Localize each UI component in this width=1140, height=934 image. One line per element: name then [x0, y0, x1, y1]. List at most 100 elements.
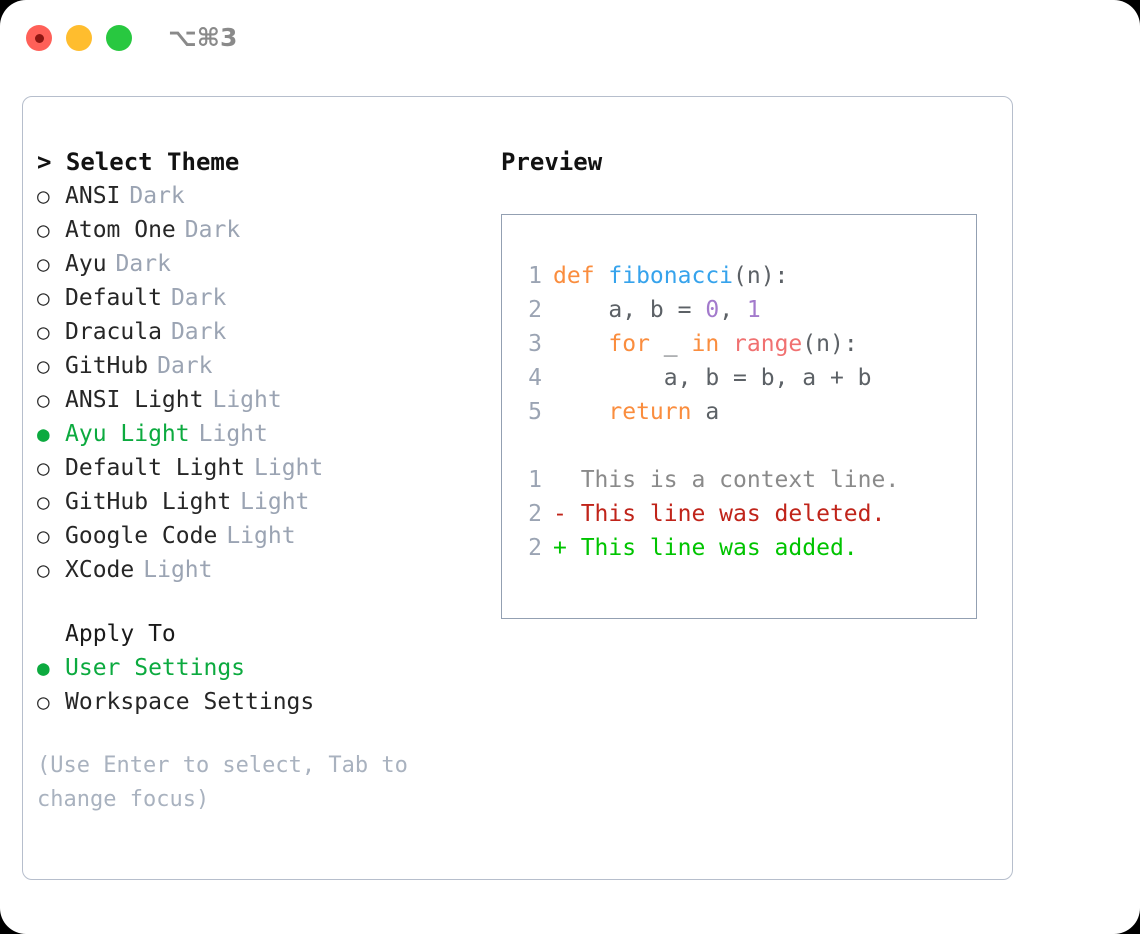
code-token-plain: a	[691, 399, 720, 425]
close-button[interactable]	[26, 25, 52, 51]
theme-name-label: Atom One	[65, 217, 176, 243]
code-token-keyword: def	[553, 263, 609, 289]
code-token-plain	[553, 399, 608, 425]
line-number: 5	[528, 399, 542, 425]
theme-list-item[interactable]: ○ XCode Light	[37, 553, 497, 587]
diff-line: 2 + This line was added.	[512, 531, 976, 565]
theme-kind-label: Light	[143, 557, 213, 583]
theme-kind-label: Dark	[129, 183, 185, 209]
theme-kind-label: Dark	[184, 217, 241, 243]
theme-name-label: ANSI Light	[65, 387, 204, 413]
code-token-plain: ,	[719, 297, 747, 323]
code-token-plain: a, b =	[553, 297, 706, 323]
maximize-button[interactable]	[106, 25, 132, 51]
radio-unselected-icon[interactable]: ○	[37, 184, 50, 208]
code-text: for _ in range(n):	[553, 327, 858, 361]
code-line: 3 for _ in range(n):	[512, 327, 976, 361]
code-line: 4 a, b = b, a + b	[512, 361, 976, 395]
radio-unselected-icon[interactable]: ○	[37, 490, 50, 514]
minimize-button[interactable]	[66, 25, 92, 51]
code-token-function: fibonacci	[608, 263, 734, 289]
theme-list-item[interactable]: ○ Atom One Dark	[37, 213, 497, 247]
code-diff-spacer	[512, 429, 976, 463]
theme-list-item[interactable]: ○ Default Dark	[37, 281, 497, 315]
code-token-builtin: range	[733, 331, 803, 357]
code-token-plain: a, b = b, a + b	[553, 365, 872, 391]
apply-to-label: User Settings	[65, 655, 246, 681]
radio-unselected-icon[interactable]: ○	[37, 218, 50, 242]
apply-to-item[interactable]: ○ Workspace Settings	[37, 685, 497, 719]
theme-kind-label: Light	[226, 523, 296, 549]
theme-name-label: Default Light	[65, 455, 246, 481]
code-text: a, b = b, a + b	[553, 361, 872, 395]
code-text: return a	[553, 395, 719, 429]
diff-text-added: + This line was added.	[553, 535, 858, 561]
theme-list-item[interactable]: ○ ANSI Dark	[37, 179, 497, 213]
header-caret-icon: >	[37, 148, 52, 176]
keyboard-shortcut-label: ⌥⌘3	[168, 23, 238, 52]
line-number: 2	[528, 501, 542, 527]
radio-unselected-icon[interactable]: ○	[37, 320, 50, 344]
apply-to-header: Apply To	[65, 621, 176, 647]
radio-selected-icon[interactable]: ●	[37, 422, 50, 446]
title-bar: ⌥⌘3	[0, 0, 1140, 78]
theme-name-label: Dracula	[65, 319, 162, 345]
theme-list-item[interactable]: ○ Dracula Dark	[37, 315, 497, 349]
apply-to-item[interactable]: ● User Settings	[37, 651, 497, 685]
theme-list-item[interactable]: ○ Ayu Dark	[37, 247, 497, 281]
diff-line: 1 This is a context line.	[512, 463, 976, 497]
diff-line: 2- This line was deleted.	[512, 497, 976, 531]
select-theme-label: Select Theme	[65, 148, 240, 176]
code-token-plain	[553, 331, 608, 357]
code-token-number: 0	[705, 297, 720, 323]
radio-selected-icon[interactable]: ●	[37, 656, 50, 680]
theme-name-label: Default	[65, 285, 162, 311]
diff-sample: 1 This is a context line.2- This line wa…	[512, 463, 976, 565]
code-text: a, b = 0, 1	[553, 293, 761, 327]
code-token-plain	[719, 331, 733, 357]
code-line: 2 a, b = 0, 1	[512, 293, 976, 327]
radio-unselected-icon[interactable]: ○	[37, 252, 50, 276]
theme-kind-label: Dark	[170, 285, 227, 311]
theme-name-label: XCode	[65, 557, 135, 583]
line-number: 2	[528, 297, 542, 323]
radio-unselected-icon[interactable]: ○	[37, 388, 50, 412]
theme-kind-label: Dark	[115, 251, 171, 277]
preview-title: Preview	[501, 148, 603, 176]
theme-kind-label: Light	[240, 489, 310, 515]
code-line: 5 return a	[512, 395, 976, 429]
radio-unselected-icon[interactable]: ○	[37, 524, 50, 548]
radio-unselected-icon[interactable]: ○	[37, 354, 50, 378]
radio-unselected-icon[interactable]: ○	[37, 690, 50, 714]
code-token-keyword: for	[608, 331, 650, 357]
line-number: 2	[528, 535, 542, 561]
apply-to-section: Apply To ● User Settings ○ Workspace Settin…	[37, 617, 497, 719]
code-token-plain: _	[649, 331, 692, 357]
theme-name-label: ANSI	[65, 183, 121, 209]
code-token-plain: (n):	[733, 263, 789, 289]
theme-name-label: Ayu	[65, 251, 107, 277]
radio-unselected-icon[interactable]: ○	[37, 456, 50, 480]
code-token-number: 1	[746, 297, 761, 323]
theme-kind-label: Light	[198, 421, 268, 447]
select-theme-header: > Select Theme	[37, 145, 497, 179]
apply-to-label: Workspace Settings	[65, 689, 315, 715]
theme-kind-label: Dark	[170, 319, 227, 345]
radio-unselected-icon[interactable]: ○	[37, 558, 50, 582]
line-number: 1	[528, 467, 542, 493]
theme-kind-label: Dark	[157, 353, 213, 379]
keyboard-hint-text: (Use Enter to select, Tab to change focu…	[37, 753, 422, 812]
apply-to-list: ● User Settings ○ Workspace Settings	[37, 651, 497, 719]
code-token-plain: (n):	[802, 331, 858, 357]
radio-unselected-icon[interactable]: ○	[37, 286, 50, 310]
